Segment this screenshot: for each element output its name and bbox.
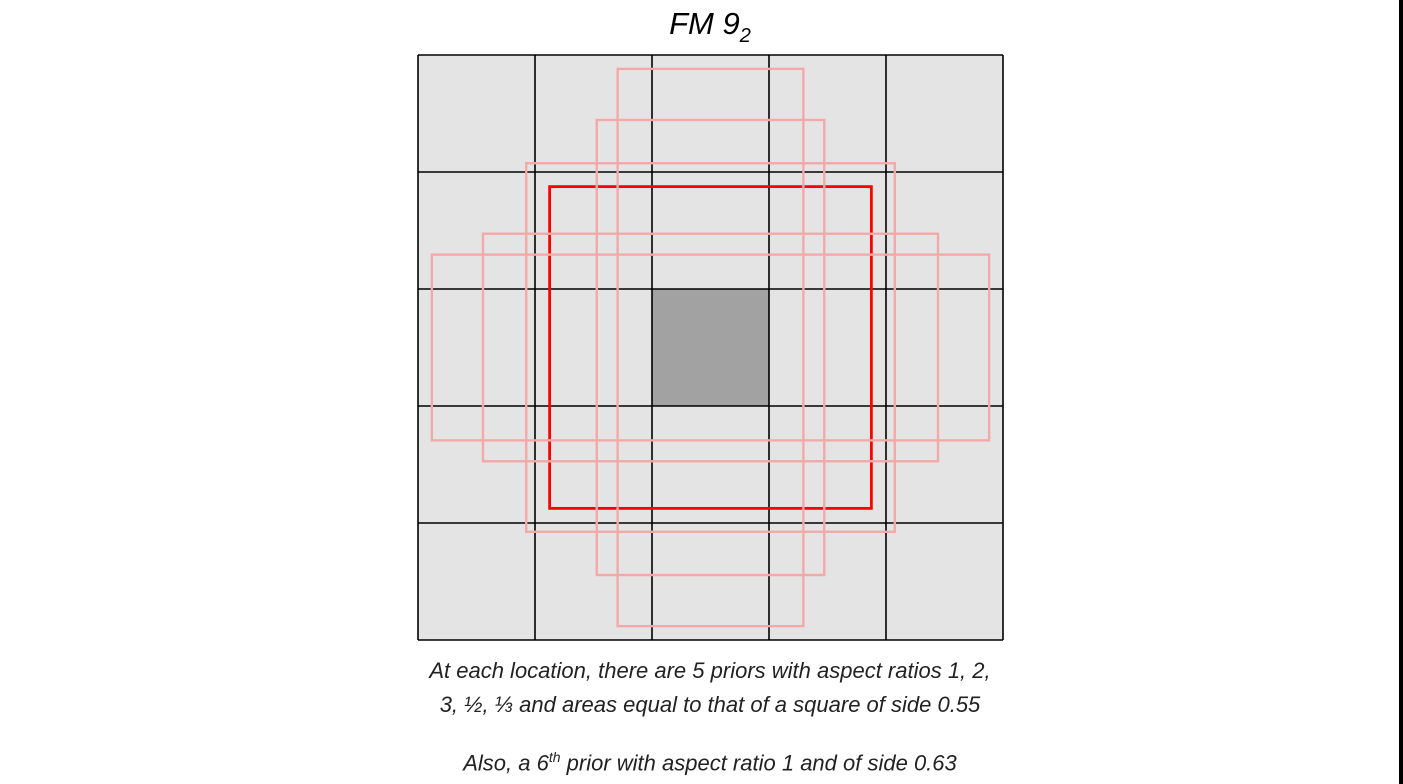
prior-box-3: [430, 253, 991, 442]
prior-box-2: [481, 232, 940, 463]
caption-line-3-after: prior with aspect ratio 1 and of side 0.…: [560, 750, 957, 776]
caption-extra-prior: Also, a 6th prior with aspect ratio 1 an…: [300, 740, 1120, 780]
prior-box-4: [595, 118, 826, 577]
caption-line-1: At each location, there are 5 priors wit…: [429, 658, 991, 683]
caption-line-2: 3, ½, ⅓ and areas equal to that of a squ…: [439, 692, 981, 717]
caption-line-3-before: Also, a 6: [463, 750, 549, 776]
title-subscript: 2: [739, 25, 751, 47]
prior-box-1: [548, 185, 873, 510]
prior-box-6: [525, 162, 896, 533]
caption-priors: At each location, there are 5 priors wit…: [300, 654, 1120, 722]
caption-line-3-sup: th: [548, 749, 561, 765]
title-text: FM 9: [669, 6, 740, 41]
page-title: FM 92: [560, 2, 860, 46]
highlighted-cell: [652, 289, 769, 406]
prior-box-5: [616, 67, 805, 628]
